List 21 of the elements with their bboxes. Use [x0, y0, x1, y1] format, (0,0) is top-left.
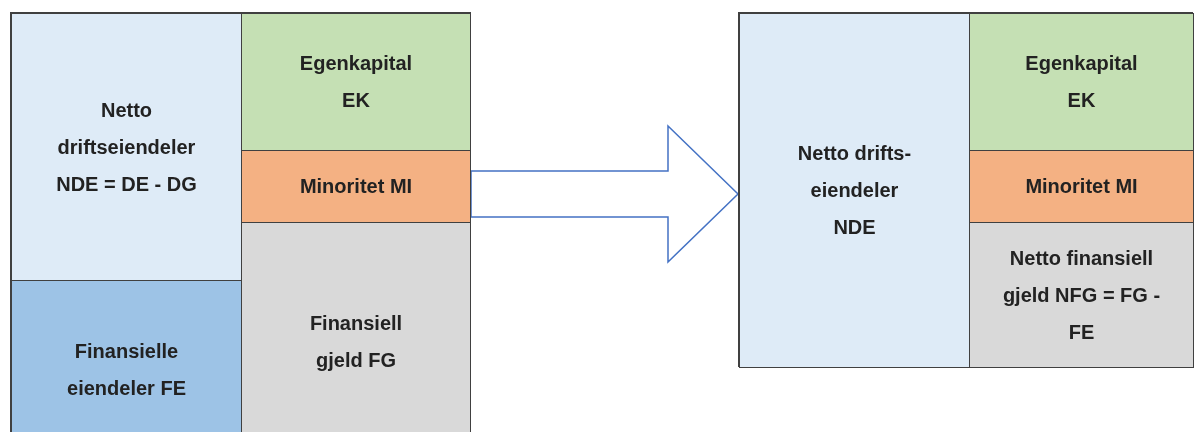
balance-cell [11, 13, 242, 281]
cell-label: Finansielle eiendeler FE [66, 339, 187, 401]
balance-cell [739, 13, 970, 368]
cell-label: Netto drifts- eiendeler NDE [796, 141, 913, 240]
cell-label: Finansiell gjeld FG [308, 311, 404, 373]
cell-label: Egenkapital EK [1024, 51, 1139, 113]
balance-cell [241, 13, 471, 151]
cell-label: Egenkapital EK [298, 51, 414, 113]
cell-label: Netto finansiell gjeld NFG = FG - FE [1001, 245, 1162, 345]
balance-cell [241, 222, 471, 432]
balance-cell [969, 222, 1194, 368]
sheet-box [738, 12, 1193, 367]
sheet-box [10, 12, 471, 432]
balance-cell [241, 150, 471, 223]
balance-cell [11, 280, 242, 432]
cell-label: Minoritet MI [298, 174, 414, 199]
balance-cell [969, 150, 1194, 223]
balance-cell [969, 13, 1194, 151]
block-arrow [470, 124, 740, 264]
cell-label: Minoritet MI [1024, 174, 1139, 199]
cell-label: Netto driftseiendeler NDE = DE - DG [55, 97, 198, 197]
